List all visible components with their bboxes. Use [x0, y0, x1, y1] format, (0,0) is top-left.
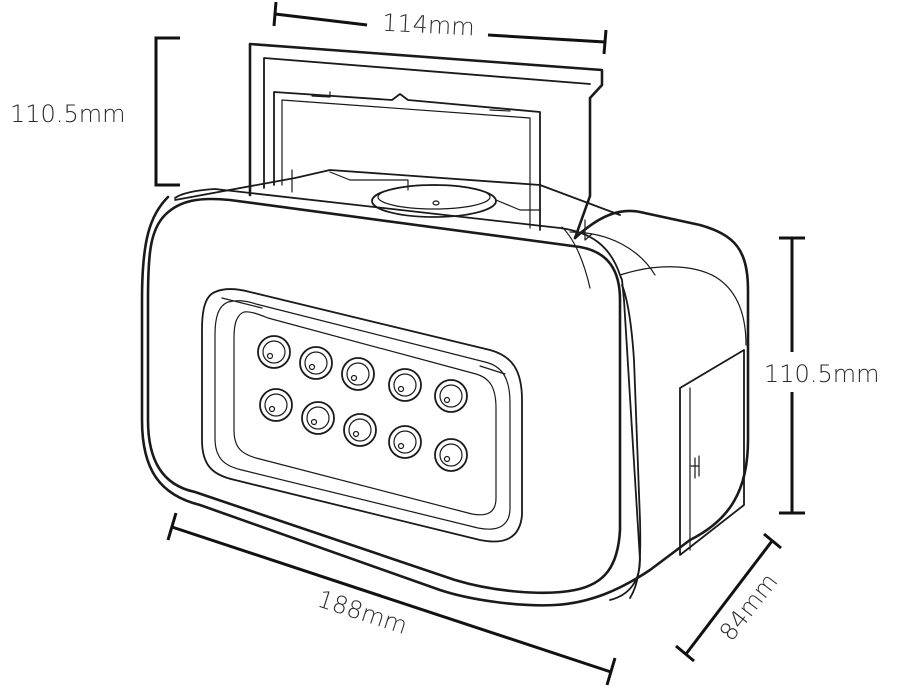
dim-label-110-left: 110.5mm [10, 100, 125, 128]
handle [248, 42, 604, 241]
dim-label-84: 84mm [714, 568, 784, 646]
led [257, 335, 291, 369]
dim-length: 188mm [166, 512, 617, 686]
dim-handle-width: 114mm [272, 1, 608, 55]
body-shell [140, 188, 750, 607]
top-panel [174, 169, 621, 218]
dim-label-188: 188mm [314, 585, 411, 640]
led-array [257, 335, 468, 472]
dim-handle-height: 110.5mm [10, 36, 180, 187]
led [388, 368, 422, 402]
led [434, 379, 468, 413]
dim-label-114: 114mm [381, 9, 475, 42]
side-panel [679, 349, 745, 556]
led [343, 413, 377, 447]
dim-label-110-right: 110.5mm [764, 360, 879, 388]
led [388, 425, 422, 459]
dim-body-height: 110.5mm [764, 236, 879, 515]
led [259, 388, 293, 422]
led [301, 401, 335, 435]
led [299, 346, 333, 380]
led [341, 357, 375, 391]
dim-depth: 84mm [675, 532, 784, 663]
led [434, 438, 468, 472]
front-face [146, 197, 622, 595]
